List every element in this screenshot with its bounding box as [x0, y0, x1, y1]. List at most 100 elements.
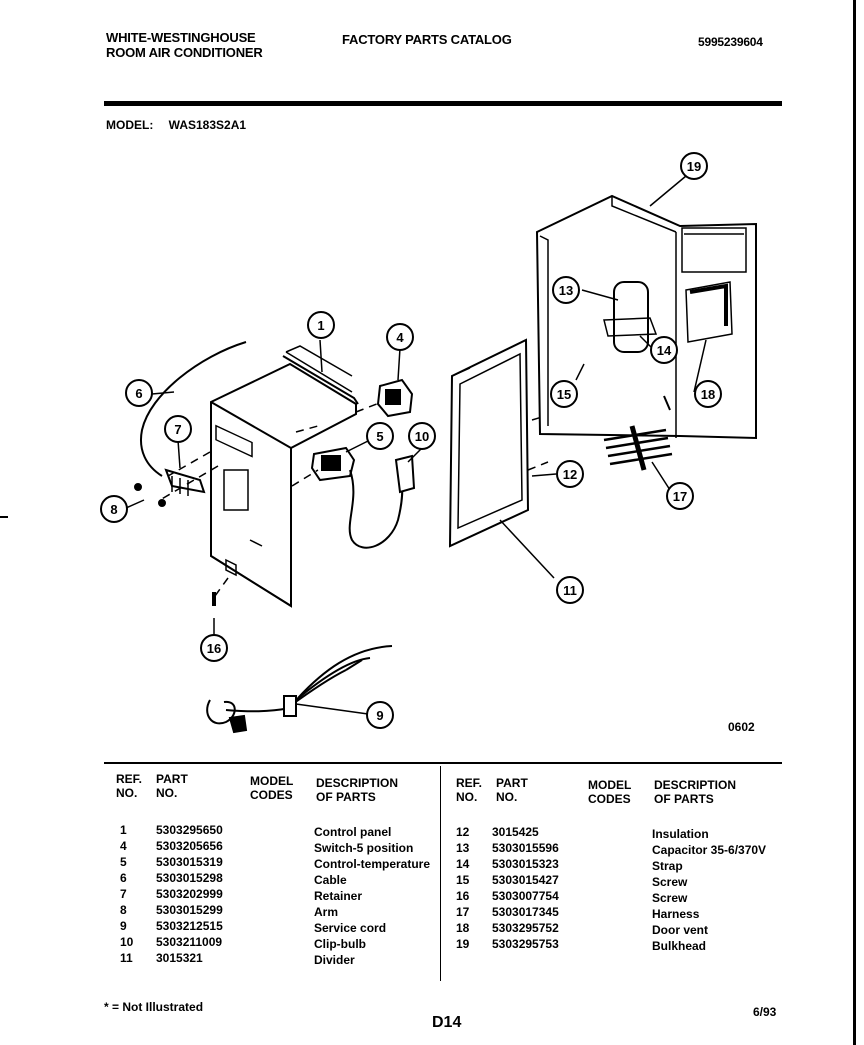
brand-line-2: ROOM AIR CONDITIONER [106, 45, 263, 60]
catalog-title: FACTORY PARTS CATALOG [342, 32, 512, 47]
left-desc-cell: Control panel [314, 825, 392, 839]
header-desc-line1: DESCRIPTION [316, 776, 399, 790]
header-ref-right: REF. NO. [456, 776, 482, 804]
header-part-left: PART NO. [156, 772, 188, 800]
divider-insulation-drawing [448, 338, 530, 548]
right-desc-cell: Strap [652, 859, 683, 873]
right-part-cell: 5303295752 [492, 921, 559, 935]
table-divider [440, 766, 441, 981]
header-ref-left: REF. NO. [116, 772, 142, 800]
model-value: WAS183S2A1 [168, 118, 247, 132]
brand-block: WHITE-WESTINGHOUSE ROOM AIR CONDITIONER [106, 30, 263, 60]
left-ref-cell: 9 [120, 919, 127, 933]
clip-bulb-drawing [394, 454, 416, 494]
right-part-cell: 5303015427 [492, 873, 559, 887]
header-part-right: PART NO. [496, 776, 528, 804]
left-ref-cell: 4 [120, 839, 127, 853]
header-ref-line2: NO. [456, 790, 478, 804]
left-part-cell: 5303205656 [156, 839, 223, 853]
left-desc-cell: Switch-5 position [314, 841, 414, 855]
model-label: MODEL: [106, 118, 154, 132]
left-part-cell: 5303212515 [156, 919, 223, 933]
right-desc-cell: Screw [652, 891, 688, 905]
right-part-cell: 5303017345 [492, 905, 559, 919]
left-part-cell: 5303202999 [156, 887, 223, 901]
right-ref-cell: 15 [456, 873, 470, 887]
header-model-left: MODEL CODES [250, 774, 293, 802]
header-part-line2: NO. [156, 786, 178, 800]
left-ref-cell: 1 [120, 823, 127, 837]
header-part-line1: PART [156, 772, 188, 786]
left-desc-cell: Service cord [314, 921, 387, 935]
catalog-number: 5995239604 [698, 35, 763, 49]
left-part-cell: 5303015319 [156, 855, 223, 869]
header-desc-line2: OF PARTS [654, 792, 714, 806]
brand-line-1: WHITE-WESTINGHOUSE [106, 30, 256, 45]
left-part-cell: 5303015299 [156, 903, 223, 917]
left-desc-cell: Cable [314, 873, 347, 887]
right-part-cell: 5303295753 [492, 937, 559, 951]
header-model-right: MODEL CODES [588, 778, 631, 806]
right-ref-cell: 12 [456, 825, 470, 839]
not-illustrated-note: * = Not Illustrated [104, 1000, 204, 1014]
left-desc-cell: Arm [314, 905, 339, 919]
header-rule [104, 101, 782, 106]
left-part-cell: 5303295650 [156, 823, 223, 837]
table-top-rule [104, 762, 782, 764]
header-model-line2: CODES [588, 792, 631, 806]
left-ref-cell: 8 [120, 903, 127, 917]
left-desc-cell: Retainer [314, 889, 363, 903]
page-code: D14 [432, 1014, 462, 1031]
right-part-cell: 5303015323 [492, 857, 559, 871]
left-part-cell: 5303015298 [156, 871, 223, 885]
left-ref-cell: 5 [120, 855, 127, 869]
header-desc-left: DESCRIPTION OF PARTS [316, 776, 398, 804]
figure-code: 0602 [728, 720, 755, 734]
header-desc-line1: DESCRIPTION [654, 778, 737, 792]
right-ref-cell: 17 [456, 905, 470, 919]
retainer-drawing [134, 468, 206, 507]
left-ref-cell: 6 [120, 871, 127, 885]
callout-leaders [125, 175, 707, 715]
right-desc-cell: Insulation [652, 827, 709, 841]
left-part-cell: 3015321 [156, 951, 203, 965]
right-part-column: 3015425 5303015596 5303015323 5303015427 530… [492, 824, 559, 952]
edge-mark [0, 516, 8, 518]
right-ref-cell: 16 [456, 889, 470, 903]
header-model-line1: MODEL [588, 778, 632, 792]
header-ref-line1: REF. [456, 776, 483, 790]
right-desc-cell: Door vent [652, 923, 709, 937]
capacitor-drawing [603, 281, 658, 353]
date-code: 6/93 [753, 1005, 777, 1019]
control-box-drawing [210, 345, 359, 608]
header-desc-right: DESCRIPTION OF PARTS [654, 778, 736, 806]
right-desc-cell: Bulkhead [652, 939, 707, 953]
exploded-parts-diagram [125, 175, 757, 734]
right-part-cell: 3015425 [492, 825, 539, 839]
right-ref-cell: 14 [456, 857, 470, 871]
header-ref-line2: NO. [116, 786, 138, 800]
right-desc-cell: Harness [652, 907, 700, 921]
service-cord-drawing [206, 645, 393, 734]
left-ref-cell: 10 [120, 935, 134, 949]
left-desc-cell: Clip-bulb [314, 937, 366, 951]
left-part-cell: 5303211009 [156, 935, 223, 949]
cable-drawing [140, 341, 247, 477]
right-desc-cell: Screw [652, 875, 688, 889]
header-model-line2: CODES [250, 788, 293, 802]
header-model-line1: MODEL [250, 774, 294, 788]
header-part-line2: NO. [496, 790, 518, 804]
header-ref-line1: REF. [116, 772, 143, 786]
right-part-cell: 5303007754 [492, 889, 559, 903]
left-part-column: 5303295650 5303205656 5303015319 5303015298… [156, 822, 223, 966]
left-ref-cell: 7 [120, 887, 127, 901]
left-desc-cell: Divider [314, 953, 355, 967]
harness-drawing [603, 425, 673, 471]
model-line: MODEL: WAS183S2A1 [106, 118, 258, 132]
header-part-line1: PART [496, 776, 528, 790]
right-part-cell: 5303015596 [492, 841, 559, 855]
